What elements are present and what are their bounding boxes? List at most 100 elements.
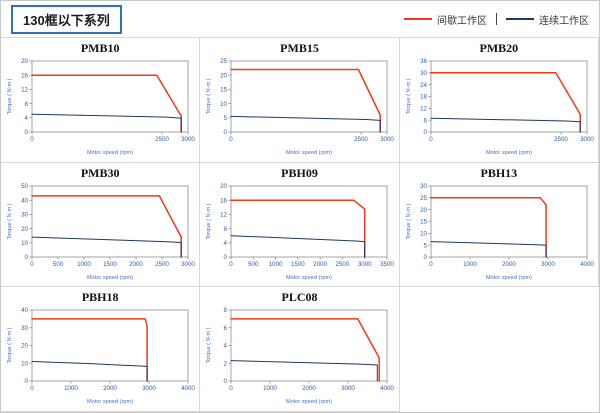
continuous-curve: [230, 360, 379, 382]
y-tick-label: 20: [21, 343, 28, 350]
x-tick-label: 2000: [303, 385, 317, 392]
y-axis-label: Torque ( N·m ): [7, 328, 13, 364]
plot-frame: [430, 185, 588, 258]
x-tick-label: 1500: [291, 261, 305, 268]
y-tick-label: 25: [221, 58, 228, 65]
y-tick-label: 16: [221, 197, 228, 204]
y-tick-label: 24: [420, 82, 427, 89]
chart-title: PMB30: [80, 165, 120, 180]
x-tick-label: 500: [53, 261, 64, 268]
x-tick-label: 3000: [181, 136, 195, 143]
x-tick-label: 4000: [381, 385, 395, 392]
chart-title: PMB15: [280, 41, 319, 55]
x-axis-label: Motor speed (rpm): [486, 275, 532, 281]
plot-frame: [231, 60, 388, 133]
y-tick-label: 6: [423, 117, 427, 124]
legend-item-intermittent: 间歇工作区: [404, 12, 487, 27]
plot-frame: [31, 60, 189, 133]
y-axis-label: Torque ( N·m ): [206, 328, 212, 364]
intermittent-curve: [430, 72, 581, 133]
chart-title: PMB10: [80, 41, 120, 55]
continuous-curve: [31, 361, 148, 382]
legend-divider: [496, 13, 497, 25]
x-tick-label: 0: [230, 261, 234, 268]
x-tick-label: 2000: [129, 261, 143, 268]
intermittent-curve: [31, 318, 149, 383]
x-tick-label: 2500: [155, 136, 169, 143]
y-tick-label: 5: [423, 242, 427, 249]
y-tick-label: 10: [221, 101, 228, 108]
x-tick-label: 1000: [463, 261, 477, 268]
chart-title: PMB20: [479, 41, 519, 55]
x-tick-label: 3500: [381, 261, 395, 268]
plot-frame: [31, 309, 189, 382]
y-tick-label: 36: [420, 58, 427, 65]
x-tick-label: 0: [30, 385, 34, 392]
x-tick-label: 2000: [103, 385, 117, 392]
y-axis-label: Torque ( N·m ): [7, 203, 13, 239]
y-tick-label: 0: [224, 254, 228, 261]
y-tick-label: 16: [21, 72, 28, 79]
continuous-curve: [430, 240, 547, 258]
legend-item-continuous: 连续工作区: [506, 12, 589, 27]
y-axis-label: Torque ( N·m ): [406, 78, 412, 114]
y-axis-label: Torque ( N·m ): [406, 203, 412, 239]
plot-frame: [231, 309, 388, 382]
continuous-curve: [31, 113, 182, 133]
y-tick-label: 40: [21, 197, 28, 204]
y-tick-label: 30: [420, 183, 427, 190]
y-tick-label: 15: [221, 87, 228, 94]
y-tick-label: 4: [224, 343, 228, 350]
legend-label-intermittent: 间歇工作区: [437, 15, 487, 27]
x-tick-label: 0: [230, 136, 234, 143]
y-tick-label: 10: [21, 240, 28, 247]
intermittent-curve: [31, 194, 183, 258]
continuous-line-icon: [506, 18, 534, 20]
continuous-curve: [230, 234, 366, 258]
y-tick-label: 12: [420, 106, 427, 113]
x-tick-label: 3000: [541, 261, 555, 268]
x-tick-label: 0: [30, 136, 34, 143]
x-tick-label: 3000: [342, 385, 356, 392]
y-tick-label: 10: [21, 361, 28, 368]
x-tick-label: 2500: [355, 136, 369, 143]
y-tick-label: 40: [21, 308, 28, 315]
y-tick-label: 6: [224, 325, 228, 332]
y-tick-label: 30: [21, 325, 28, 332]
x-tick-label: 3000: [142, 385, 156, 392]
x-tick-label: 1000: [264, 385, 278, 392]
y-tick-label: 10: [420, 230, 427, 237]
x-tick-label: 2500: [554, 136, 568, 143]
intermittent-curve: [230, 199, 366, 258]
x-tick-label: 0: [429, 261, 433, 268]
intermittent-line-icon: [404, 18, 432, 20]
y-tick-label: 0: [25, 254, 29, 261]
y-tick-label: 12: [221, 211, 228, 218]
series-title-box: 130框以下系列: [11, 4, 122, 34]
y-tick-label: 20: [21, 225, 28, 232]
y-tick-label: 12: [21, 87, 28, 94]
legend-label-continuous: 连续工作区: [539, 15, 589, 27]
continuous-curve: [230, 115, 382, 133]
y-tick-label: 8: [224, 308, 228, 315]
y-tick-label: 4: [25, 115, 29, 122]
x-tick-label: 2500: [155, 261, 169, 268]
legend: 间歇工作区 连续工作区: [404, 12, 589, 27]
y-tick-label: 0: [224, 379, 228, 386]
y-tick-label: 15: [420, 218, 427, 225]
x-axis-label: Motor speed (rpm): [87, 150, 133, 156]
x-tick-label: 4000: [181, 385, 195, 392]
x-tick-label: 1000: [77, 261, 91, 268]
x-tick-label: 4000: [580, 261, 594, 268]
chart-title: PBH09: [281, 165, 318, 180]
